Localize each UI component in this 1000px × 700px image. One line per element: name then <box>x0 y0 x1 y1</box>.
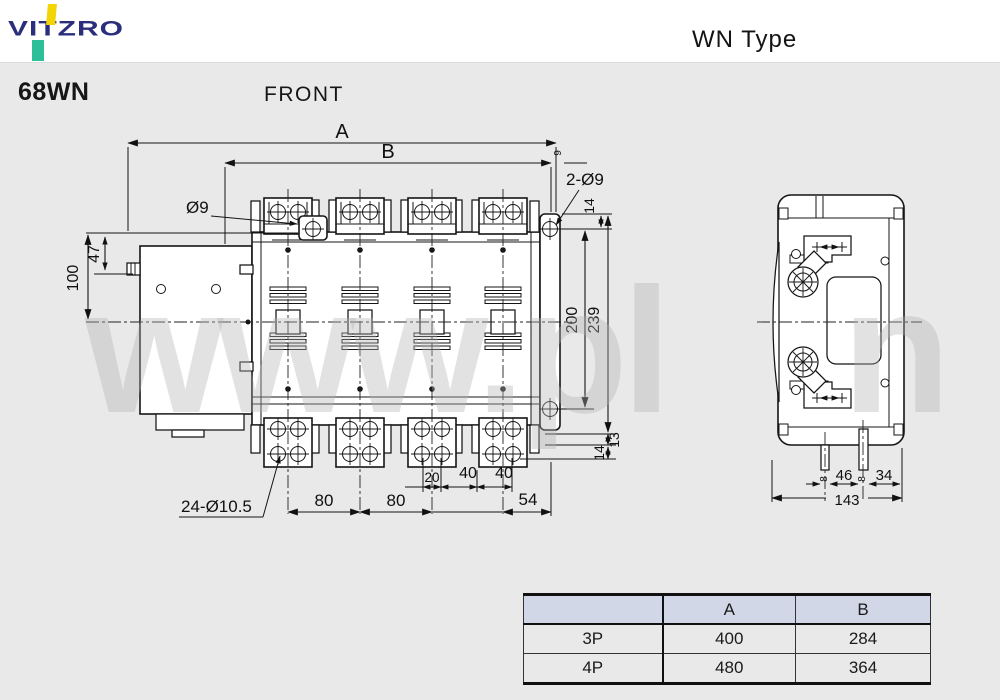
dim-label-40b: 40 <box>495 465 513 482</box>
size-table-row-4p: 4P 480 364 <box>523 653 931 684</box>
size-table-header-row: A B <box>523 594 931 625</box>
value-a: 400 <box>662 623 796 654</box>
dim-label-239: 239 <box>586 307 603 334</box>
pole-label: 3P <box>523 623 664 654</box>
vitzro-logo: VITZRO <box>8 3 168 61</box>
size-table-diagonal-cell <box>523 594 664 625</box>
dim-label-100: 100 <box>65 265 82 292</box>
dim-label-2-dia9: 2-Ø9 <box>566 170 604 189</box>
pole-label: 4P <box>523 653 664 684</box>
model-title: 68WN <box>18 78 90 106</box>
dim-label-20: 20 <box>424 470 439 485</box>
dim-label-80b: 80 <box>387 491 406 510</box>
page-header: VITZRO WN Type <box>0 0 1000 63</box>
dim-label-34: 34 <box>876 467 893 484</box>
dim-label-143: 143 <box>834 492 859 509</box>
dim-label-54: 54 <box>519 490 538 509</box>
dim-label-200: 200 <box>564 307 581 334</box>
size-table: A B 3P 400 284 4P 480 364 <box>523 593 931 685</box>
dim-label-pin8a: 8 <box>819 476 830 482</box>
value-a: 480 <box>662 653 796 684</box>
dim-label-80a: 80 <box>315 491 334 510</box>
dim-label-dia9: Ø9 <box>186 198 209 217</box>
logo-text: VITZRO <box>8 17 124 41</box>
dim-label-A: A <box>335 121 349 143</box>
dim-label-bottom14: 14 <box>591 445 607 461</box>
front-view-drawing: A B 9 Ø9 2-Ø9 14 47 100 200 239 13 14 24… <box>65 121 622 518</box>
dim-label-13: 13 <box>606 432 622 448</box>
dim-label-24-dia10-5: 24-Ø10.5 <box>181 497 252 516</box>
dim-label-40a: 40 <box>459 465 477 482</box>
value-b: 364 <box>795 653 931 684</box>
dim-label-47: 47 <box>86 245 103 263</box>
dim-label-46: 46 <box>836 467 853 484</box>
logo-teal-bar-icon <box>32 40 44 61</box>
side-view-drawing: 8 8 46 34 143 <box>757 194 922 509</box>
dim-label-top14: 14 <box>581 198 597 214</box>
size-table-row-3p: 3P 400 284 <box>523 623 931 654</box>
dim-label-offset9: 9 <box>553 150 564 156</box>
type-label: WN Type <box>692 26 798 53</box>
size-table-header-A: A <box>662 594 796 625</box>
view-title: FRONT <box>264 83 344 106</box>
size-table-header-B: B <box>795 594 931 625</box>
value-b: 284 <box>795 623 931 654</box>
dim-label-pin8b: 8 <box>857 476 868 482</box>
dim-label-B: B <box>381 141 394 163</box>
